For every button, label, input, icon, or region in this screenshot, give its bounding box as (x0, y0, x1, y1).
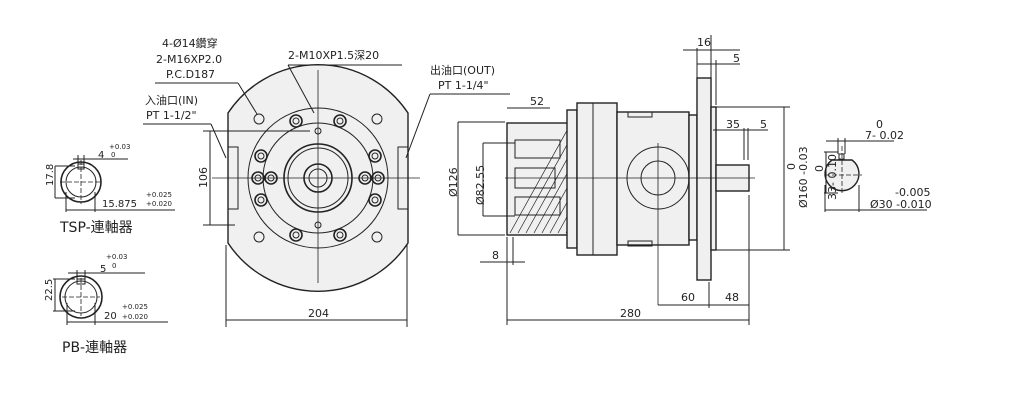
pb-key-tol-lower: 0 (112, 262, 116, 270)
bolt-hole (254, 193, 268, 207)
tsp-bore-tol-lower: +0.020 (146, 200, 172, 208)
note-holes-through: 4-Ø14鑽穿 (162, 36, 218, 50)
dim-dia-126: Ø126 (447, 167, 460, 197)
note-pcd: P.C.D187 (166, 68, 215, 81)
bolt-hole (368, 193, 382, 207)
shaft-key-tol: 0 (876, 118, 883, 131)
inlet-size: PT 1-1/2" (146, 109, 197, 122)
shaft-key: 7- 0.02 (865, 129, 904, 142)
pb-coupling-title: PB-連軸器 (62, 340, 127, 356)
outlet-size: PT 1-1/4" (438, 79, 489, 92)
shaft-dia: Ø30 -0.010 (870, 198, 932, 211)
dim-dia-160-tol: 0 (785, 163, 798, 170)
shaft-end-view (824, 138, 927, 212)
pb-bore: 20 (104, 311, 117, 322)
pb-height: 22.5 (44, 279, 55, 301)
dim-8: 8 (492, 249, 499, 262)
dim-height-106: 106 (197, 167, 210, 188)
note-m10-tapped: 2-M10XP1.5深20 (288, 49, 379, 62)
shaft-height: 33- 0.10 (826, 154, 839, 200)
dim-5-top: 5 (733, 52, 740, 65)
bolt-hole (254, 149, 268, 163)
bolt-hole-inner (371, 152, 379, 160)
bolt-hole-inner (292, 117, 300, 125)
pb-key-width: 5 (100, 264, 106, 275)
front-view (143, 64, 510, 327)
note-tapped-holes: 2-M16XP2.0 (156, 53, 222, 66)
bolt-hole (333, 228, 347, 242)
bolt-hole-inner (336, 231, 344, 239)
bolt-hole-inner (292, 231, 300, 239)
inlet-label: 入油口(IN) (145, 93, 198, 107)
shaft-dia-tol: -0.005 (895, 186, 930, 199)
bolt-hole-inner (257, 152, 265, 160)
outlet-label: 出油口(OUT) (430, 63, 495, 77)
dim-dia-160: Ø160 -0.03 (797, 146, 810, 208)
bolt-hole-inner (336, 117, 344, 125)
dim-60: 60 (681, 291, 695, 304)
tsp-key-tol-lower: 0 (111, 151, 115, 159)
through-hole (253, 113, 265, 125)
through-hole (371, 231, 383, 243)
tsp-key-tol-upper: +0.03 (109, 143, 130, 151)
dim-48: 48 (725, 291, 739, 304)
bolt-hole (289, 228, 303, 242)
bolt-hole (333, 114, 347, 128)
dim-52: 52 (530, 95, 544, 108)
dim-dia-82-55: Ø82.55 (474, 165, 487, 205)
through-hole (371, 113, 383, 125)
bolt-hole-inner (371, 196, 379, 204)
pb-coupling-view (53, 270, 168, 325)
tsp-coupling-title: TSP-連軸器 (59, 220, 133, 236)
tsp-coupling-view (54, 155, 175, 212)
dim-35: 35 (726, 118, 740, 131)
shaft-height-tol: 0 (813, 165, 826, 172)
tsp-bore-tol-upper: +0.025 (146, 191, 172, 199)
side-view (457, 35, 790, 325)
dim-5-shaft: 5 (760, 118, 767, 131)
pb-key-tol-upper: +0.03 (106, 253, 127, 261)
bolt-hole-inner (257, 196, 265, 204)
tsp-key-width: 4 (98, 150, 104, 161)
bolt-hole (368, 149, 382, 163)
tsp-height: 17.8 (45, 164, 56, 186)
bolt-hole (289, 114, 303, 128)
tsp-bore: 15.875 (102, 199, 137, 210)
dim-width-204: 204 (308, 307, 329, 320)
through-hole (253, 231, 265, 243)
dim-16: 16 (697, 36, 711, 49)
pb-bore-tol-lower: +0.020 (122, 313, 148, 321)
pb-bore-tol-upper: +0.025 (122, 303, 148, 311)
dim-280: 280 (620, 307, 641, 320)
